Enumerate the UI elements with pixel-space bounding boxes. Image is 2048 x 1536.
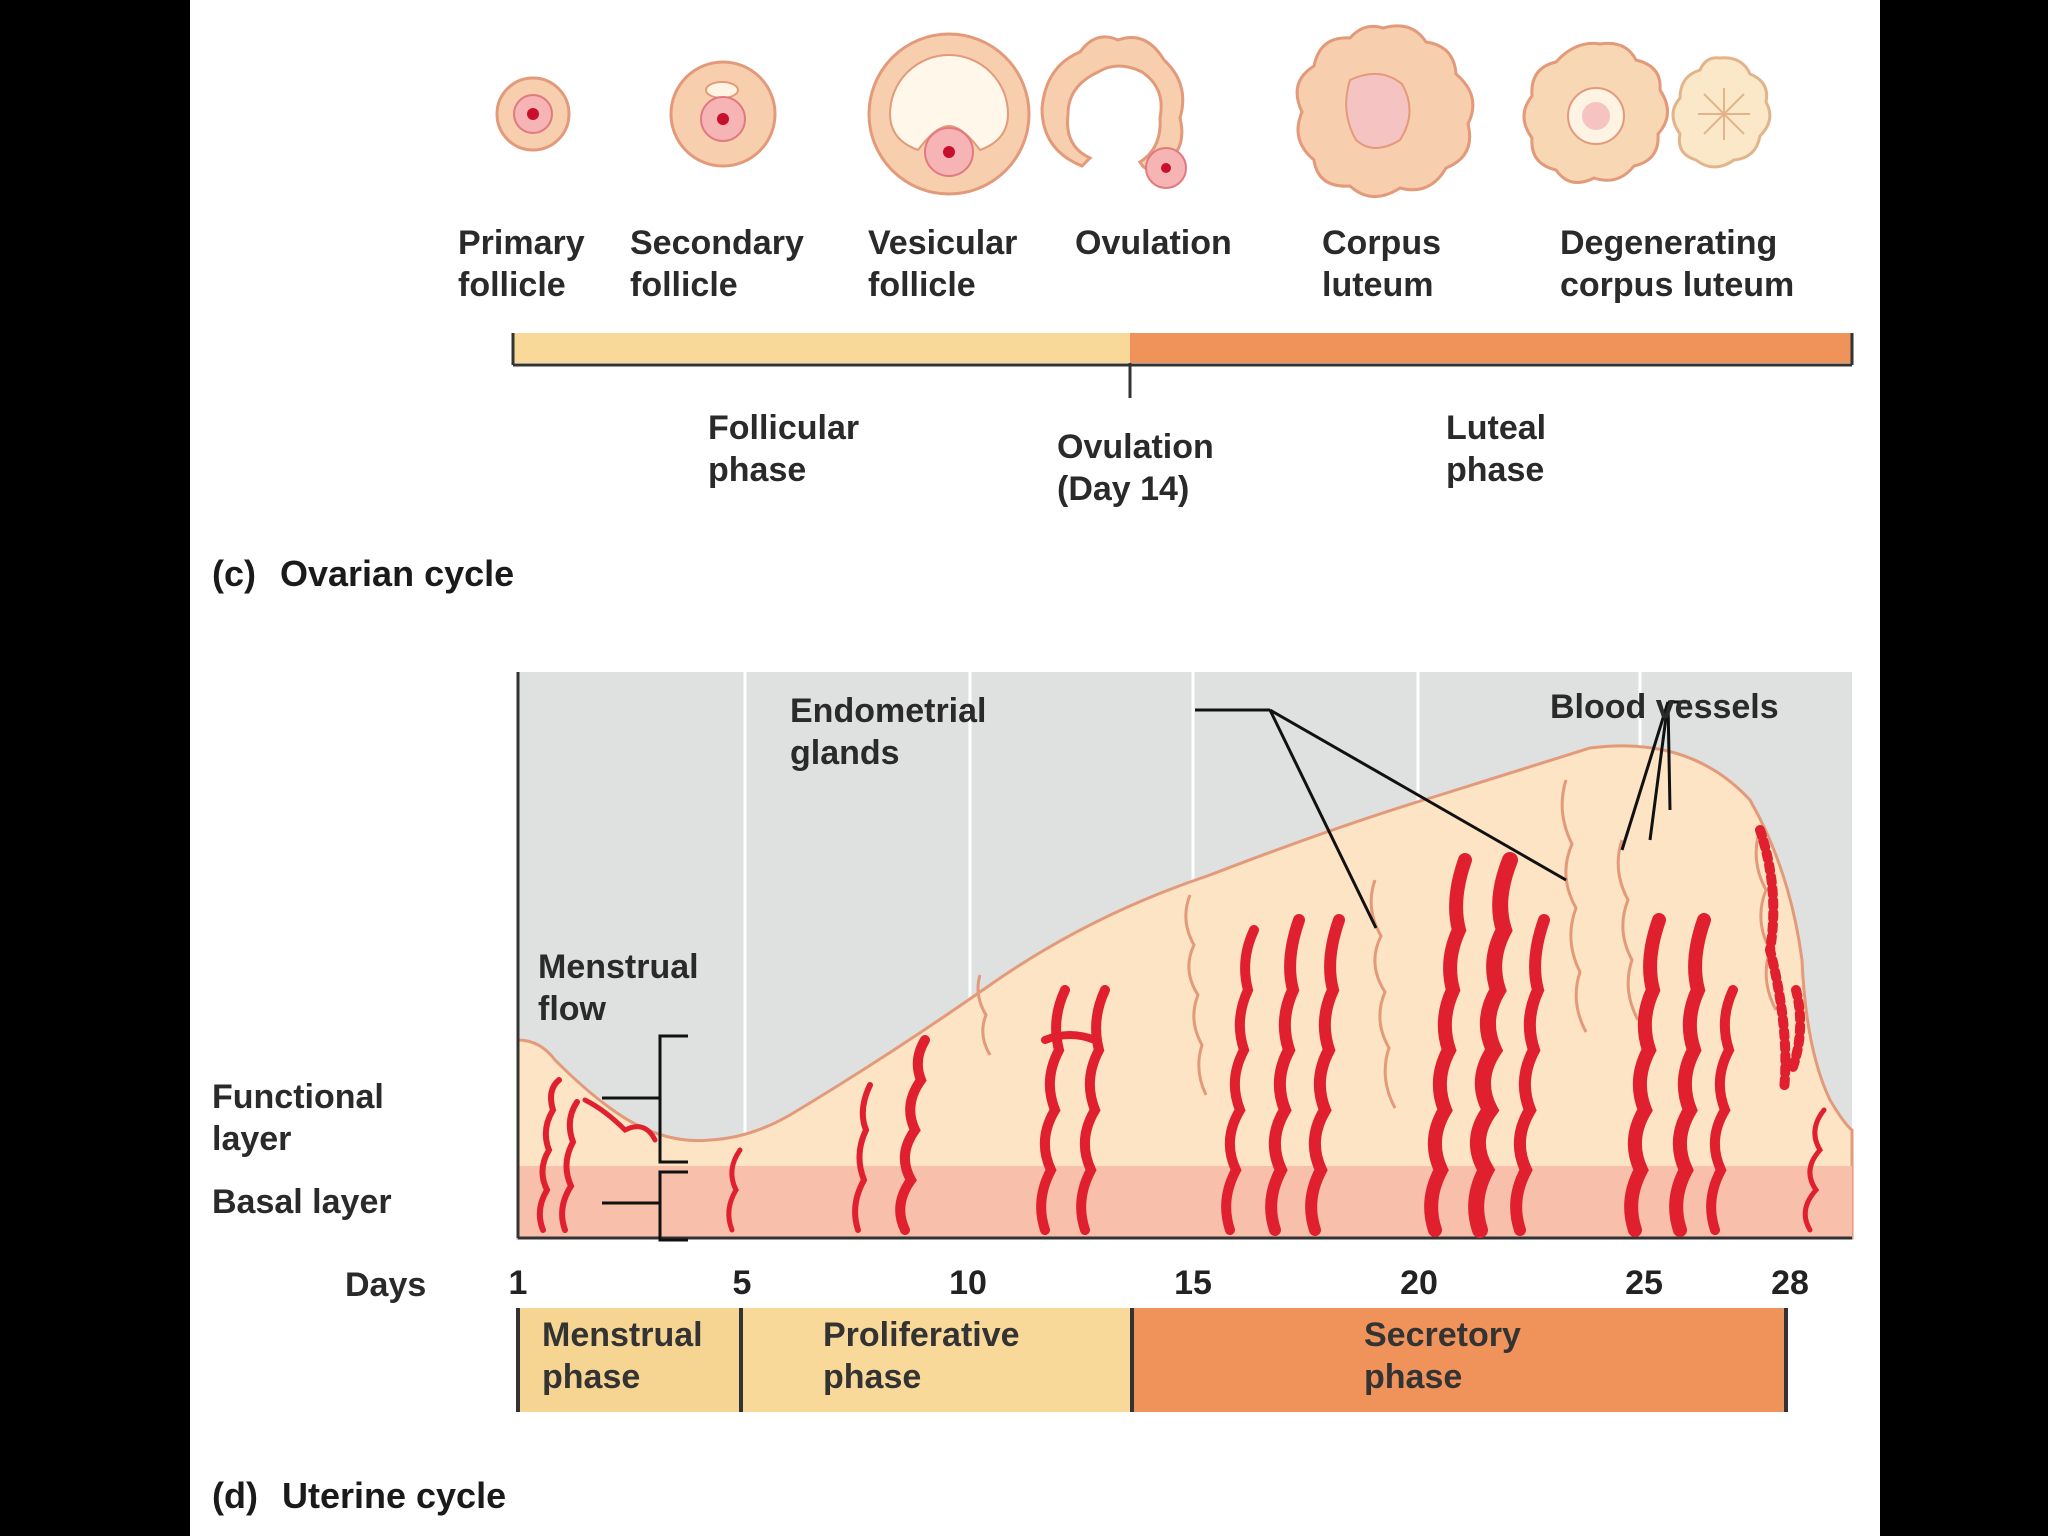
- days-axis-label: Days: [345, 1266, 427, 1304]
- primary-follicle-drawing: [495, 76, 571, 152]
- basal-layer-label: Basal layer: [212, 1183, 392, 1221]
- day-tick-15: 15: [1174, 1264, 1212, 1302]
- degenerating-corpus-luteum-drawing: [1522, 41, 1772, 184]
- stage-label-ovulation: Ovulation: [1075, 224, 1232, 262]
- day-tick-1: 1: [508, 1264, 528, 1302]
- vesicular-follicle-drawing: [867, 32, 1031, 196]
- corpus-luteum-drawing: [1295, 24, 1475, 198]
- follicular-phase-bar: [513, 333, 1130, 363]
- functional-layer-shape: [516, 744, 1854, 1240]
- endometrium-background: [518, 672, 1852, 1238]
- secondary-follicle-drawing: [669, 60, 777, 168]
- day-tick-28: 28: [1771, 1264, 1809, 1302]
- luteal-phase-bar: [1130, 333, 1852, 363]
- day-tick-25: 25: [1625, 1264, 1663, 1302]
- day-tick-20: 20: [1400, 1264, 1438, 1302]
- ovarian-cycle-caption: (c)Ovarian cycle: [212, 553, 515, 594]
- basal-layer-shape: [518, 1166, 1852, 1238]
- ovulation-drawing: [1040, 35, 1187, 189]
- uterine-cycle-caption: (d)Uterine cycle: [212, 1475, 507, 1516]
- day-tick-10: 10: [949, 1264, 987, 1302]
- ovulation-day-label: Ovulation(Day 14): [1057, 428, 1214, 508]
- day-tick-5: 5: [732, 1264, 752, 1302]
- blood-vessels-label: Blood vessels: [1550, 688, 1779, 726]
- ovarian-illustration: [495, 24, 1854, 398]
